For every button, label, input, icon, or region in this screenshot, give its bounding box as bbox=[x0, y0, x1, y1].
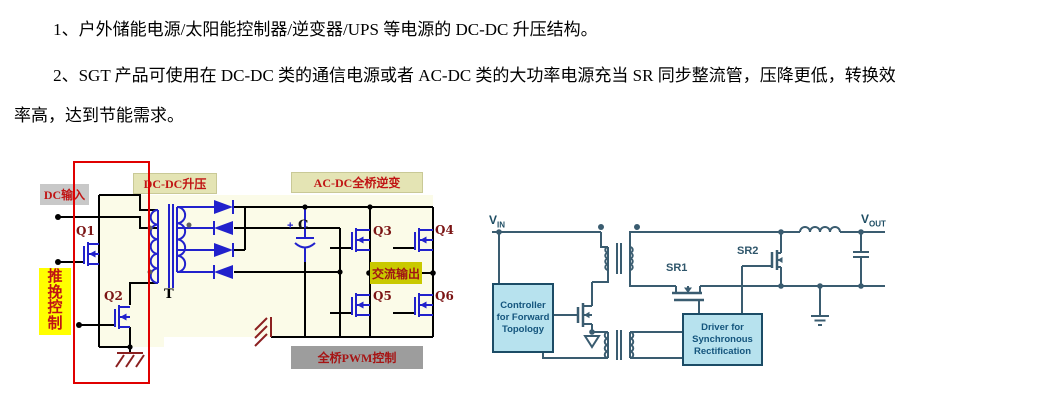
ac-output-label: 交流输出 bbox=[370, 262, 422, 284]
vin-subscript: IN bbox=[497, 220, 506, 230]
rectifier-diodes bbox=[213, 200, 234, 279]
mosfet-q5-symbol bbox=[351, 293, 370, 317]
capacitor-label: C bbox=[298, 218, 309, 233]
ground-icon-bridge bbox=[254, 317, 272, 347]
mosfet-bars bbox=[576, 250, 779, 327]
filter-capacitor-symbol bbox=[294, 209, 316, 262]
mosfet-q6-symbol bbox=[414, 293, 433, 317]
controller-box: Controller for Forward Topology bbox=[492, 283, 554, 353]
sr2-label: SR2 bbox=[737, 245, 759, 257]
mosfet-q4-symbol bbox=[414, 228, 433, 252]
driver-box-line1: Driver for bbox=[701, 321, 744, 333]
vin-letter: V bbox=[489, 213, 498, 227]
mosfet-q1-symbol bbox=[83, 242, 99, 266]
capacitor-plus-sign: + bbox=[287, 220, 294, 232]
ground-icon-pushpull bbox=[115, 352, 145, 368]
signal-ground-triangle-icon bbox=[583, 335, 601, 349]
vout-subscript: OUT bbox=[869, 219, 886, 229]
dcdc-boost-label: DC-DC升压 bbox=[133, 173, 217, 194]
q6-label: Q6 bbox=[435, 289, 454, 303]
driver-box-line3: Rectification bbox=[693, 345, 751, 357]
inductor-symbol bbox=[799, 226, 841, 233]
paragraph-2: 2、SGT 产品可使用在 DC-DC 类的通信电源或者 AC-DC 类的大功率电… bbox=[14, 66, 896, 125]
sr1-label: SR1 bbox=[666, 262, 688, 274]
right-wires bbox=[492, 231, 885, 359]
q4-label: Q4 bbox=[435, 223, 454, 237]
mosfet-q3-symbol bbox=[351, 228, 370, 252]
vout-letter: V bbox=[861, 212, 870, 226]
vin-label: VIN bbox=[489, 213, 505, 229]
driver-box-line2: Synchronous bbox=[692, 333, 753, 345]
full-bridge-pwm-control-label: 全桥PWM控制 bbox=[291, 346, 423, 369]
acdc-full-bridge-inverter-label: AC-DC全桥逆变 bbox=[291, 172, 423, 193]
left-circuit-diagram bbox=[55, 194, 436, 368]
right-phase-dots bbox=[598, 224, 640, 230]
controller-box-line2: for Forward bbox=[496, 312, 550, 323]
push-pull-highlight-rectangle bbox=[73, 161, 150, 384]
driver-box: Driver for Synchronous Rectification bbox=[682, 313, 763, 366]
body-text: 1、户外储能电源/太阳能控制器/逆变器/UPS 等电源的 DC-DC 升压结构。… bbox=[0, 0, 1037, 136]
q1-label: Q1 bbox=[76, 224, 95, 238]
controller-box-line3: Topology bbox=[501, 324, 545, 335]
q3-label: Q3 bbox=[373, 224, 392, 238]
gate-drive-transformer-symbol bbox=[603, 330, 635, 360]
left-junction-dots bbox=[55, 204, 436, 350]
right-circuit-diagram bbox=[492, 224, 885, 360]
q2-label: Q2 bbox=[104, 289, 123, 303]
transformer-symbol bbox=[149, 204, 214, 288]
push-pull-control-label: 推挽控制 bbox=[39, 268, 71, 335]
main-transformer-symbol bbox=[604, 243, 634, 274]
mosfet-q2-symbol bbox=[114, 305, 130, 329]
vout-label: VOUT bbox=[861, 212, 886, 228]
paragraph-1: 1、户外储能电源/太阳能控制器/逆变器/UPS 等电源的 DC-DC 升压结构。 bbox=[53, 20, 598, 39]
transformer-label: T bbox=[164, 287, 174, 302]
mosfet-arrows bbox=[584, 257, 783, 319]
q5-label: Q5 bbox=[373, 289, 392, 303]
right-junction-dots bbox=[496, 229, 864, 335]
controller-box-line1: Controller bbox=[500, 300, 546, 311]
